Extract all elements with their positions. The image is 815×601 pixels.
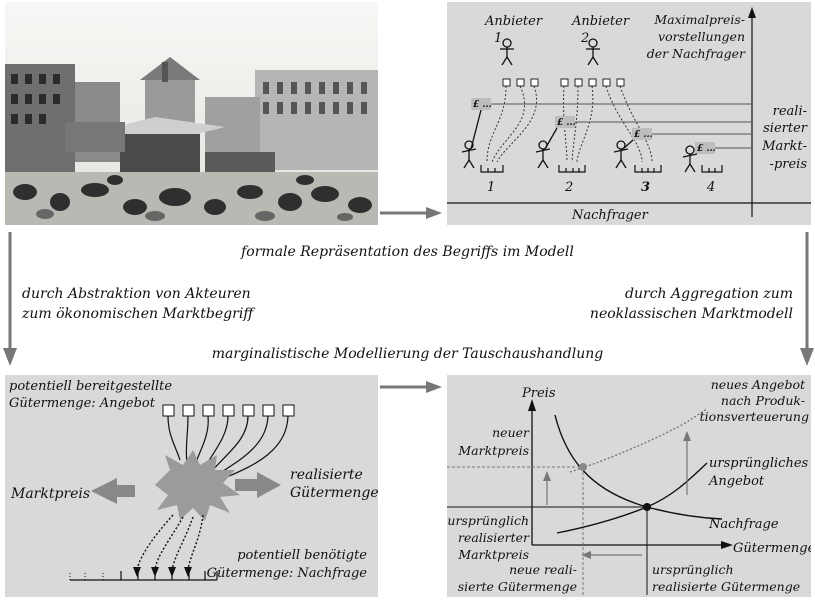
original-quantity-line-2: realisierte Gütermenge: [652, 579, 800, 594]
demand-label-line-1: potentiell benötigte: [237, 548, 367, 563]
buyers-axis-label: Nachfrager: [571, 208, 649, 223]
supply-demand-chart: Preis Gütermenge Nachfrage neues Angebot…: [447, 377, 815, 597]
supply-demand-panel: Preis Gütermenge Nachfrage neues Angebot…: [447, 375, 815, 597]
caption-marginalist: marginalistische Modellierung der Tausch…: [211, 346, 604, 362]
seller-number-2: 2: [580, 31, 589, 46]
original-supply-line-2: Angebot: [708, 474, 765, 489]
arrow-to-model: [380, 207, 442, 219]
seller-number-1: 1: [494, 31, 502, 46]
agent-model-panel: £ ... £ ... £ ... £ ... Anbieter 1 Anbie…: [447, 2, 811, 225]
demand-curve-label: Nachfrage: [708, 517, 779, 532]
original-quantity-line-1: ursprünglich: [652, 562, 734, 577]
demand-label-line-2: Gütermenge: Nachfrage: [207, 566, 368, 581]
caption-aggregation-line-2: neoklassischen Marktmodell: [589, 306, 793, 322]
arrow-to-neoclassical: [380, 381, 442, 393]
price-axis-label: Preis: [521, 386, 556, 401]
price-tag-4: £ ...: [697, 144, 716, 154]
caption-abstraction: durch Abstraktion von Akteuren zum ökono…: [22, 284, 253, 324]
price-tag-2: £ ...: [557, 118, 576, 128]
original-price-line-2: realisierter: [458, 530, 530, 545]
new-quantity-line-2: sierte Gütermenge: [458, 579, 577, 594]
realized-quantity-arrow: [235, 472, 281, 498]
caption-aggregation: durch Aggregation zum neoklassischen Mar…: [590, 284, 793, 324]
seller-label-2: Anbieter: [571, 14, 630, 29]
original-price-line-1: ursprünglich: [447, 513, 529, 528]
realized-quantity-line-2: Gütermenge: [290, 485, 378, 501]
new-supply-line-1: neues Angebot: [711, 377, 806, 392]
buyer-number-2: 2: [564, 180, 573, 195]
agent-model-drawing: £ ... £ ... £ ... £ ... Anbieter 1 Anbie…: [447, 7, 811, 223]
caption-abstraction-line-1: durch Abstraktion von Akteuren: [22, 286, 251, 302]
new-supply-line-3: tionsverteuerung: [700, 409, 809, 424]
engraving-drawing: [5, 2, 378, 225]
market-price-arrow: [91, 478, 135, 504]
new-price-line-1: neuer: [492, 425, 530, 440]
arrow-down-left: [3, 232, 17, 366]
original-equilibrium: [643, 503, 651, 511]
quantity-axis-label: Gütermenge: [733, 541, 811, 556]
price-tag-1: £ ...: [473, 100, 492, 110]
caption-abstraction-line-2: zum ökonomischen Marktbegriff: [22, 306, 254, 322]
original-supply-line-1: ursprüngliches: [709, 456, 809, 471]
supply-label-line-2: Gütermenge: Angebot: [9, 396, 156, 411]
buyer-number-4: 4: [706, 180, 715, 195]
max-price-line-1: Maximalpreis-: [653, 12, 745, 27]
caption-aggregation-line-1: durch Aggregation zum: [625, 286, 793, 302]
market-engraving: [5, 2, 378, 225]
max-price-line-2: vorstellungen: [658, 29, 745, 44]
new-supply-line-2: nach Produk-: [721, 393, 805, 408]
abstraction-panel: potentiell bereitgestellte Gütermenge: A…: [5, 375, 379, 597]
arrow-down-right: [800, 232, 814, 366]
realized-price-line-4: -preis: [770, 157, 808, 172]
caption-formal-representation: formale Repräsentation des Begriffs im M…: [241, 244, 574, 260]
original-supply-curve: [556, 462, 708, 534]
negotiation-explosion: [155, 450, 240, 521]
market-price-label: Marktpreis: [10, 486, 90, 502]
new-supply-curve: [569, 408, 708, 473]
price-tag-3: £ ...: [634, 130, 653, 140]
buyer-number-1: 1: [487, 180, 495, 195]
max-price-line-3: der Nachfrager: [647, 46, 746, 61]
realized-price-line-3: Markt-: [761, 139, 807, 154]
buyer-number-3: 3: [641, 180, 650, 195]
demand-curve: [554, 414, 723, 520]
realized-price-line-1: reali-: [773, 104, 807, 119]
original-price-line-3: Marktpreis: [457, 547, 529, 562]
realized-price-line-2: sierter: [763, 121, 808, 136]
new-equilibrium: [579, 463, 587, 471]
abstraction-drawing: potentiell bereitgestellte Gütermenge: A…: [9, 379, 379, 581]
new-quantity-line-1: neue reali-: [509, 562, 577, 577]
realized-quantity-line-1: realisierte: [290, 467, 363, 483]
supply-label-line-1: potentiell bereitgestellte: [9, 379, 172, 394]
seller-label-1: Anbieter: [484, 14, 543, 29]
new-price-line-2: Marktpreis: [457, 443, 529, 458]
